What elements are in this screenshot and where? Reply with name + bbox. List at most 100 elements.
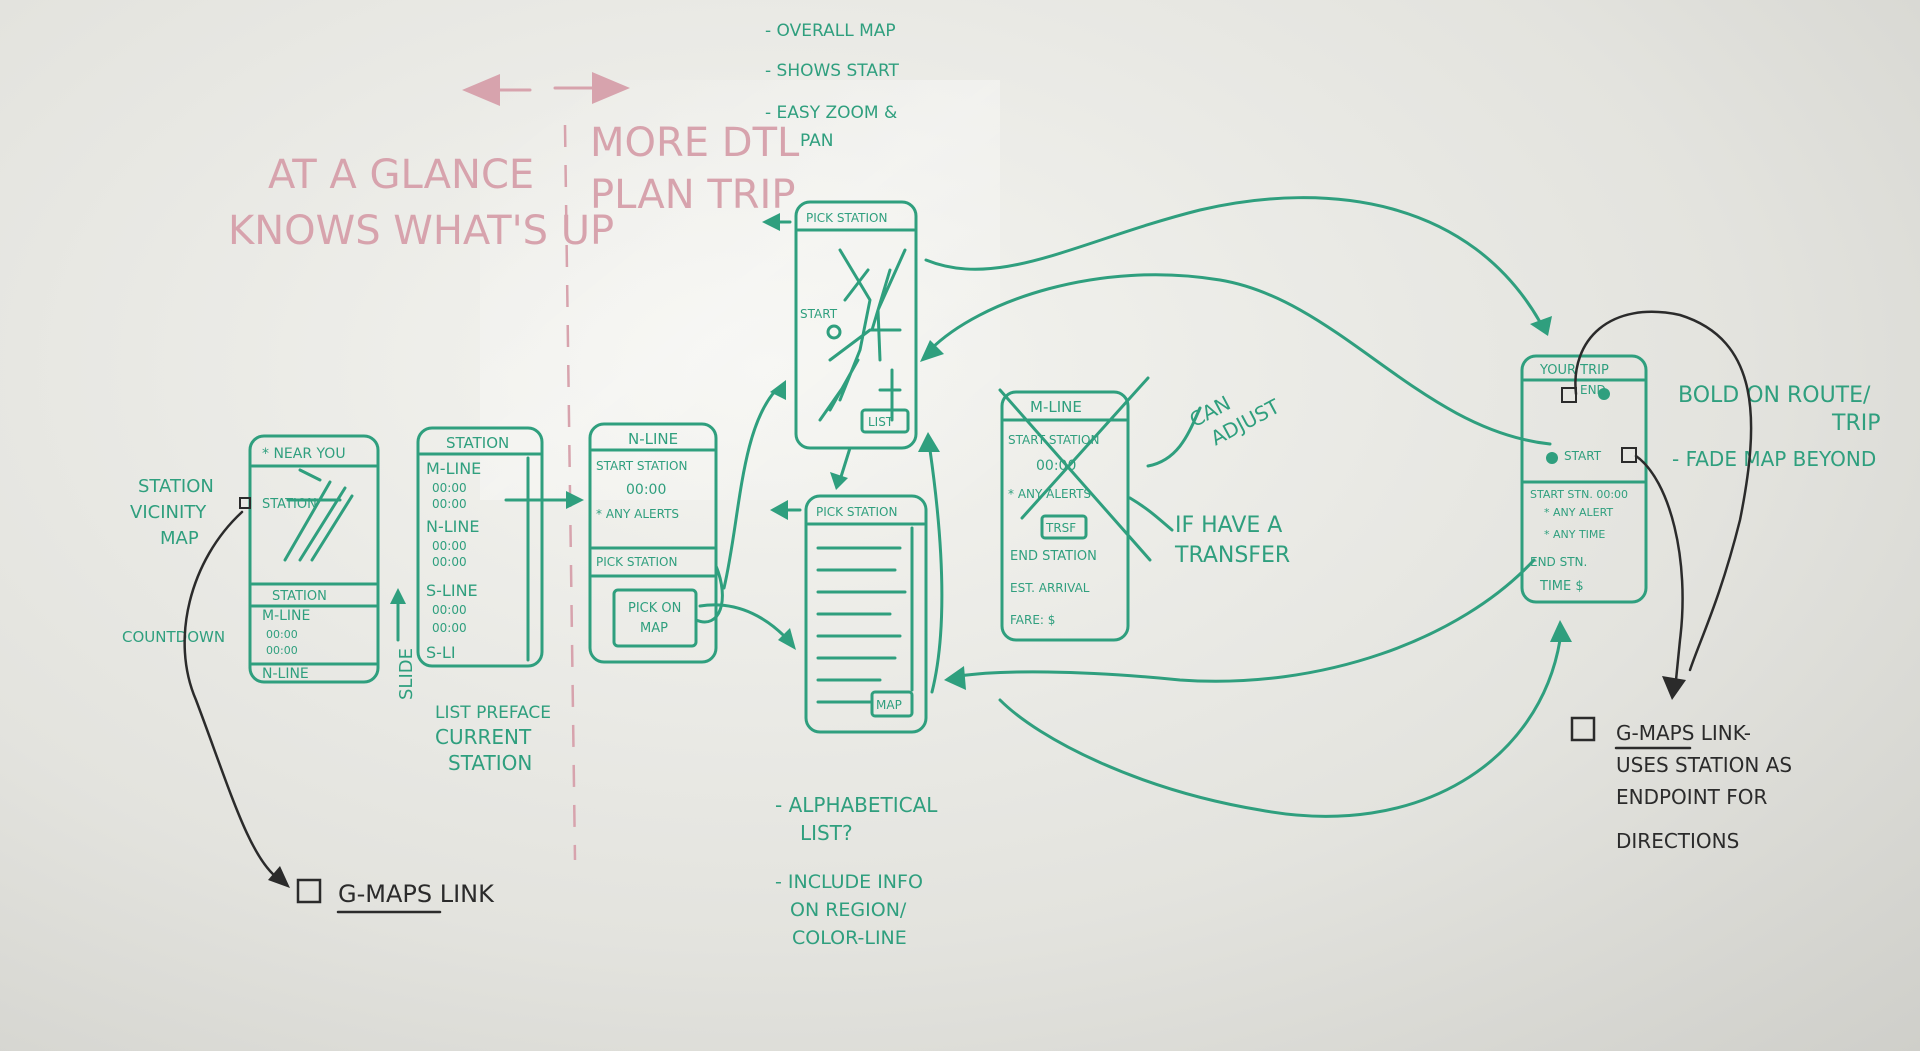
pick-list-map-button[interactable]: MAP: [876, 698, 902, 712]
near-you-row-3: 00:00: [266, 644, 298, 657]
list-preface-note: LIST PREFACE CURRENT STATION: [435, 703, 551, 775]
gmaps-left-checkbox-icon: [296, 878, 322, 904]
near-you-row-1: M-LINE: [262, 608, 310, 624]
near-you-title: * NEAR YOU: [262, 446, 346, 462]
map-notes: - OVERALL MAP - SHOWS START - EASY ZOOM …: [765, 21, 900, 151]
station-row-6: 00:00: [432, 555, 467, 569]
near-you-row-4: N-LINE: [262, 666, 309, 682]
gmaps-right-4: DIRECTIONS: [1616, 829, 1739, 853]
transfer-note-1: IF HAVE A: [1175, 513, 1282, 538]
n-line-row-1: START STATION: [596, 459, 687, 473]
transfer-note: IF HAVE A TRANSFER: [1174, 513, 1290, 568]
list-preface-2: CURRENT: [435, 725, 532, 749]
station-row-8: 00:00: [432, 603, 467, 617]
station-row-5: 00:00: [432, 539, 467, 553]
n-line-row-3: * ANY ALERTS: [596, 507, 679, 521]
arrow-head-icon: [944, 666, 966, 690]
bold-route-note: BOLD ON ROUTE/ TRIP - FADE MAP BEYOND: [1672, 383, 1880, 471]
your-trip-row-4: END STN.: [1530, 555, 1587, 569]
n-line-pick-map-2: MAP: [640, 621, 668, 636]
arrow-head-icon: [1662, 676, 1686, 700]
arrow-head-icon: [918, 432, 940, 452]
gmaps-right-checkbox-icon: [1570, 716, 1596, 742]
gmaps-right-3: ENDPOINT FOR: [1616, 785, 1767, 809]
arrow-right-icon: [592, 72, 630, 104]
your-trip-row-1: START STN. 00:00: [1530, 488, 1628, 501]
pick-list-title: PICK STATION: [816, 505, 897, 519]
m-line-title: M-LINE: [1030, 398, 1082, 416]
alpha-note-5: COLOR-LINE: [792, 927, 907, 949]
arrow-head-icon: [920, 340, 944, 362]
n-line-pick: PICK STATION: [596, 555, 677, 569]
station-row-10: S-LI: [426, 643, 456, 662]
gmaps-right-note: G-MAPS LINK- USES STATION AS ENDPOINT FO…: [1570, 716, 1792, 853]
transit-map-lines: [818, 248, 907, 422]
vicinity-note-2: VICINITY: [130, 502, 207, 523]
screen-station: STATION M-LINE 00:00 00:00 N-LINE 00:00 …: [416, 426, 544, 668]
arrow-head-icon: [778, 628, 796, 650]
header-right-line-1: MORE DTL: [590, 120, 800, 166]
alpha-note-2: LIST?: [800, 821, 853, 845]
vicinity-checkbox-icon: [239, 497, 251, 509]
station-row-1: M-LINE: [426, 459, 481, 478]
near-you-row-2: 00:00: [266, 628, 298, 641]
near-you-map-label: STATION: [262, 497, 317, 512]
start-marker-icon: [1546, 452, 1558, 464]
m-line-trsf-button[interactable]: TRSF: [1045, 521, 1076, 535]
m-line-row-6: FARE: $: [1010, 613, 1055, 627]
alpha-note-1: - ALPHABETICAL: [775, 793, 938, 817]
near-you-section: STATION: [272, 589, 327, 604]
station-row-9: 00:00: [432, 621, 467, 635]
countdown-note: COUNTDOWN: [122, 628, 225, 646]
screen-pick-station-list: PICK STATION MAP: [804, 494, 928, 734]
alphabetical-note: - ALPHABETICAL LIST? - INCLUDE INFO ON R…: [775, 793, 938, 949]
end-checkbox-icon: [1561, 387, 1577, 403]
header-right: MORE DTL PLAN TRIP: [590, 120, 800, 218]
map-note-3: - EASY ZOOM &: [765, 103, 897, 123]
your-trip-start: START: [1564, 449, 1602, 463]
screen-your-trip: YOUR TRIP END START START STN. 00:00 * A…: [1520, 354, 1648, 604]
alpha-note-3: - INCLUDE INFO: [775, 871, 923, 893]
alphabetical-list-lines: [816, 546, 907, 704]
slide-note: SLIDE: [396, 648, 417, 700]
map-note-4: PAN: [800, 131, 834, 151]
n-line-row-2: 00:00: [626, 482, 666, 498]
bold-route-1: BOLD ON ROUTE/: [1678, 383, 1871, 408]
pick-map-start: START: [800, 307, 838, 321]
header-right-line-2: PLAN TRIP: [590, 172, 795, 218]
arrow-head-icon: [1550, 620, 1572, 642]
gmaps-right-1: G-MAPS LINK-: [1616, 721, 1751, 745]
m-line-row-4: END STATION: [1010, 549, 1097, 564]
end-marker-icon: [1598, 388, 1610, 400]
n-line-pick-map-1: PICK ON: [628, 601, 681, 616]
your-trip-row-2: * ANY ALERT: [1544, 506, 1613, 519]
arrow-left-icon: [462, 74, 500, 106]
arrow-head-icon: [268, 866, 290, 888]
connector-arrows: [390, 196, 1572, 818]
station-row-2: 00:00: [432, 481, 467, 495]
double-arrow: [462, 72, 630, 106]
your-trip-title: YOUR TRIP: [1539, 363, 1609, 378]
header-left: AT A GLANCE KNOWS WHAT'S UP: [228, 152, 614, 254]
screen-near-you: * NEAR YOU STATION STATION M-LINE 00:00 …: [239, 434, 380, 684]
m-line-row-5: EST. ARRIVAL: [1010, 581, 1090, 595]
map-note-2: - SHOWS START: [765, 61, 900, 81]
transfer-note-2: TRANSFER: [1174, 543, 1290, 568]
gmaps-right-2: USES STATION AS: [1616, 753, 1792, 777]
screen-pick-station-map: PICK STATION START LIST: [794, 200, 918, 450]
station-row-3: 00:00: [432, 497, 467, 511]
header-left-line-1: AT A GLANCE: [268, 152, 534, 198]
station-title: STATION: [446, 434, 509, 452]
arrow-head-icon: [1530, 316, 1552, 336]
alpha-note-4: ON REGION/: [790, 899, 907, 921]
header-left-line-2: KNOWS WHAT'S UP: [228, 208, 614, 254]
pick-map-list-button[interactable]: LIST: [868, 415, 894, 429]
your-trip-row-3: * ANY TIME: [1544, 528, 1605, 541]
station-vicinity-note: STATION VICINITY MAP: [130, 476, 214, 549]
m-line-row-3: * ANY ALERTS: [1008, 487, 1091, 501]
arrow-head-icon: [566, 491, 584, 509]
screen-m-line: M-LINE START STATION 00:00 * ANY ALERTS …: [998, 376, 1152, 642]
arrow-head-icon: [770, 500, 788, 520]
arrow-head-icon: [762, 213, 780, 231]
